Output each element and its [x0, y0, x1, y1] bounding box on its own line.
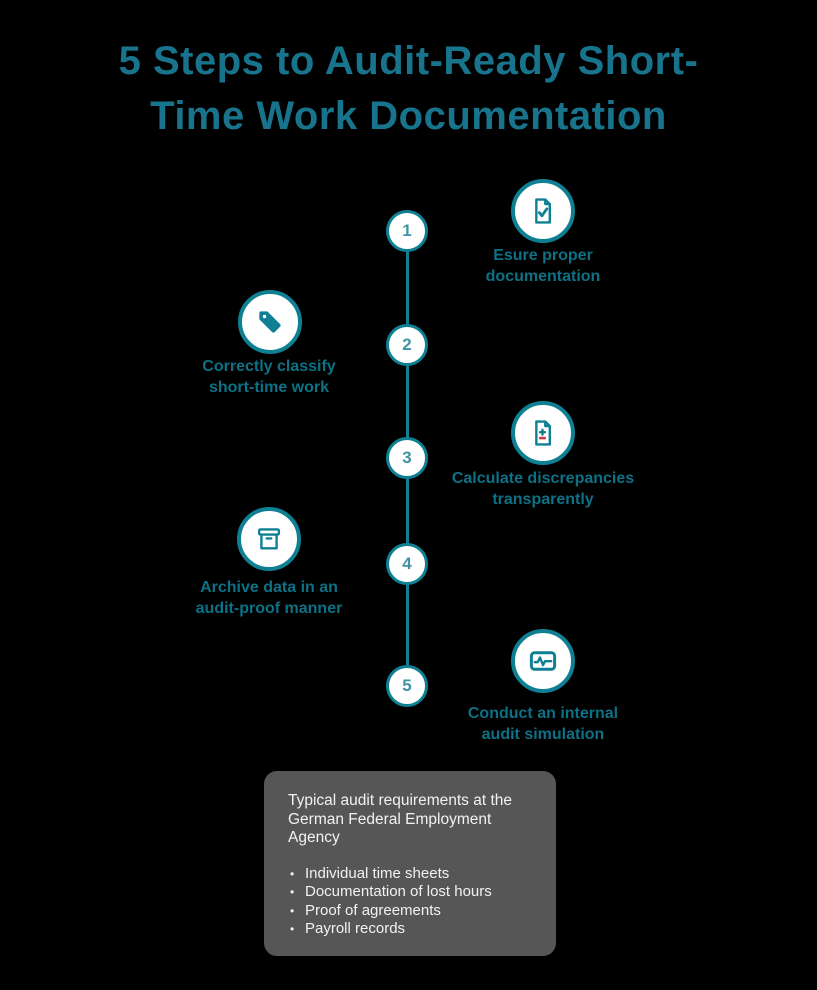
step-number-3: 3: [402, 448, 412, 467]
info-box: Typical audit requirements at the German…: [264, 771, 556, 956]
info-list-item: Documentation of lost hours: [288, 883, 532, 902]
page-title-line-2: Time Work Documentation: [150, 94, 667, 138]
step-number-4: 4: [402, 554, 412, 573]
info-list-item: Payroll records: [288, 920, 532, 939]
step-label-4: Archive data in an audit-proof manner: [159, 577, 379, 619]
step-label-4-line-1: Archive data in an: [200, 579, 338, 596]
info-heading-line-1: Typical audit requirements at the: [288, 792, 513, 809]
info-list: Individual time sheets Documentation of …: [288, 865, 532, 939]
step-label-3-line-1: Calculate discrepancies: [451, 470, 635, 487]
step-label-4-line-2: audit-proof manner: [195, 600, 343, 617]
step-number-badge-5: 5: [386, 665, 428, 707]
step-number-1: 1: [402, 221, 412, 240]
step-label-2: Correctly classify short-time work: [159, 356, 379, 398]
step-number-2: 2: [402, 335, 412, 354]
step-label-3: Calculate discrepancies transparently: [433, 468, 653, 510]
step-icon-circle-3: [511, 401, 575, 465]
step-label-5: Conduct an internal audit simulation: [433, 703, 653, 745]
step-number-badge-1: 1: [386, 210, 428, 252]
info-list-item: Individual time sheets: [288, 865, 532, 884]
pulse-monitor-icon: [529, 651, 557, 671]
step-number-badge-4: 4: [386, 543, 428, 585]
document-plus-minus-icon: [535, 420, 551, 446]
document-check-icon: [535, 198, 551, 224]
info-list-item-text: Proof of agreements: [305, 901, 441, 919]
page-title-line-1: 5 Steps to Audit-Ready Short-: [118, 39, 699, 83]
step-icon-circle-5: [511, 629, 575, 693]
info-list-item: Proof of agreements: [288, 902, 532, 921]
step-label-5-line-1: Conduct an internal: [467, 705, 619, 722]
info-box-heading: Typical audit requirements at the German…: [288, 792, 532, 848]
tag-icon: [259, 311, 281, 333]
step-icon-circle-1: [511, 179, 575, 243]
step-label-1: Esure proper documentation: [433, 245, 653, 287]
step-label-5-line-2: audit simulation: [481, 726, 605, 743]
step-icon-circle-4: [237, 507, 301, 571]
info-list-item-text: Payroll records: [305, 920, 406, 937]
archive-box-icon: [257, 528, 281, 550]
step-icon-circle-2: [238, 290, 302, 354]
step-label-2-line-2: short-time work: [208, 379, 329, 396]
page-title: 5 Steps to Audit-Ready Short- Time Work …: [0, 34, 817, 144]
step-number-5: 5: [402, 676, 412, 695]
step-label-1-line-1: Esure proper: [493, 247, 593, 264]
info-list-item-text: Individual time sheets: [305, 864, 450, 882]
step-label-3-line-2: transparently: [492, 491, 594, 508]
step-label-1-line-2: documentation: [485, 268, 601, 285]
step-label-2-line-1: Correctly classify: [202, 358, 336, 375]
info-heading-line-3: Agency: [288, 829, 340, 846]
info-list-item-text: Documentation of lost hours: [305, 883, 492, 900]
step-number-badge-3: 3: [386, 437, 428, 479]
info-heading-line-2: German Federal Employment: [288, 810, 492, 828]
step-number-badge-2: 2: [386, 324, 428, 366]
